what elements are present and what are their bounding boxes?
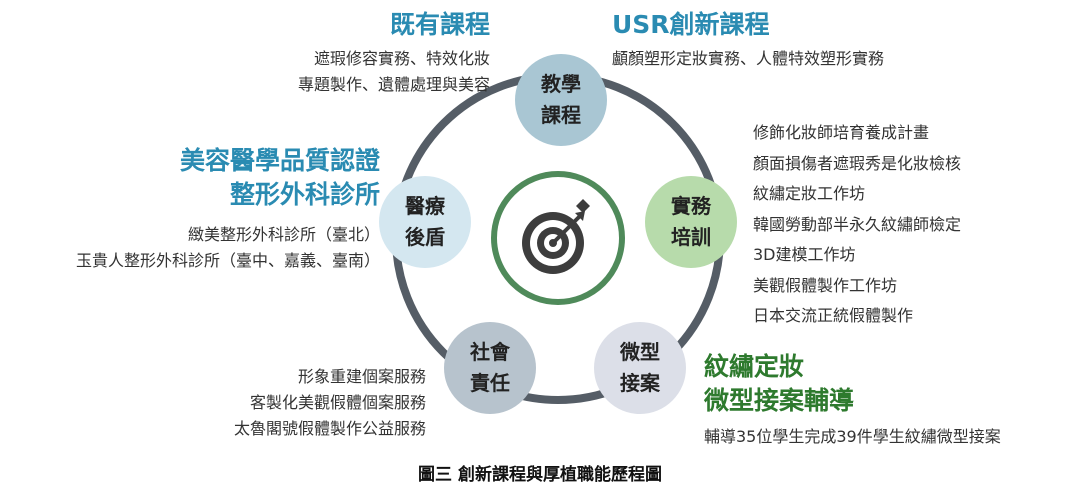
certification-title-line1: 美容醫學品質認證 xyxy=(179,146,380,175)
node-medical-line2: 後盾 xyxy=(405,225,445,249)
usr-courses-list: 顱顏塑形定妝實務、人體特效塑形實務 xyxy=(612,46,884,72)
social-services-list: 形象重建個案服務 客製化美觀假體個案服務 太魯閣號假體製作公益服務 xyxy=(160,364,426,442)
existing-courses-line: 專題製作、遺體處理與美容 xyxy=(297,75,490,94)
social-services-item: 太魯閣號假體製作公益服務 xyxy=(233,419,426,438)
node-teaching-line2: 課程 xyxy=(541,103,581,127)
practice-list-item: 紋繡定妝工作坊 xyxy=(753,184,866,203)
practice-list-item: 修飾化妝師培育養成計畫 xyxy=(753,123,930,142)
node-practice-line2: 培訓 xyxy=(671,225,711,249)
social-services-item: 形象重建個案服務 xyxy=(297,367,426,386)
practice-list-item: 顏面損傷者遮瑕秀是化妝檢核 xyxy=(753,153,962,173)
tattoo-guidance-title-line1: 紋繡定妝 xyxy=(704,352,805,381)
node-teaching: 教學課程 xyxy=(515,54,607,146)
node-social: 社會責任 xyxy=(444,322,536,414)
node-practice: 實務培訓 xyxy=(645,176,737,268)
target-dart-icon xyxy=(522,199,590,274)
certification-list: 緻美整形外科診所（臺北） 玉貴人整形外科診所（臺中、嘉義、臺南） xyxy=(10,222,380,274)
usr-courses-title: USR創新課程 xyxy=(612,10,770,39)
node-micro-line2: 接案 xyxy=(620,371,660,395)
certification-title-line2: 整形外科診所 xyxy=(229,180,380,209)
node-medical: 醫療後盾 xyxy=(379,176,471,268)
node-practice-line1: 實務 xyxy=(671,194,711,218)
node-social-line1: 社會 xyxy=(470,340,510,364)
existing-courses-title: 既有課程 xyxy=(389,10,490,39)
node-teaching-line1: 教學 xyxy=(541,72,581,96)
tattoo-guidance-title: 紋繡定妝 微型接案輔導 xyxy=(704,350,854,418)
figure-caption: 圖三 創新課程與厚植職能歷程圖 xyxy=(418,465,662,485)
practice-list-item: 韓國勞動部半永久紋繡師檢定 xyxy=(753,214,962,234)
node-micro-line1: 微型 xyxy=(620,340,660,364)
existing-courses-list: 遮瑕修容實務、特效化妝 專題製作、遺體處理與美容 xyxy=(230,46,490,98)
tattoo-guidance-line: 輔導35位學生完成39件學生紋繡微型接案 xyxy=(704,427,1001,446)
practice-list-item: 美觀假體製作工作坊 xyxy=(753,275,898,295)
certification-line: 玉貴人整形外科診所（臺中、嘉義、臺南） xyxy=(75,251,380,270)
practice-list: 修飾化妝師培育養成計畫 顏面損傷者遮瑕秀是化妝檢核 紋繡定妝工作坊 韓國勞動部半… xyxy=(753,118,961,332)
tattoo-guidance-title-line2: 微型接案輔導 xyxy=(704,386,855,415)
certification-line: 緻美整形外科診所（臺北） xyxy=(187,225,380,244)
usr-courses-line: 顱顏塑形定妝實務、人體特效塑形實務 xyxy=(612,49,885,68)
practice-list-item: 日本交流正統假體製作 xyxy=(753,306,914,325)
practice-list-item: 3D建模工作坊 xyxy=(753,245,856,264)
certification-title: 美容醫學品質認證 整形外科診所 xyxy=(60,144,380,212)
tattoo-guidance-list: 輔導35位學生完成39件學生紋繡微型接案 xyxy=(704,424,1001,450)
existing-courses-line: 遮瑕修容實務、特效化妝 xyxy=(313,49,490,68)
social-services-item: 客製化美觀假體個案服務 xyxy=(249,393,426,412)
node-social-line2: 責任 xyxy=(470,371,510,395)
node-medical-line1: 醫療 xyxy=(405,194,445,218)
node-micro: 微型接案 xyxy=(594,322,686,414)
